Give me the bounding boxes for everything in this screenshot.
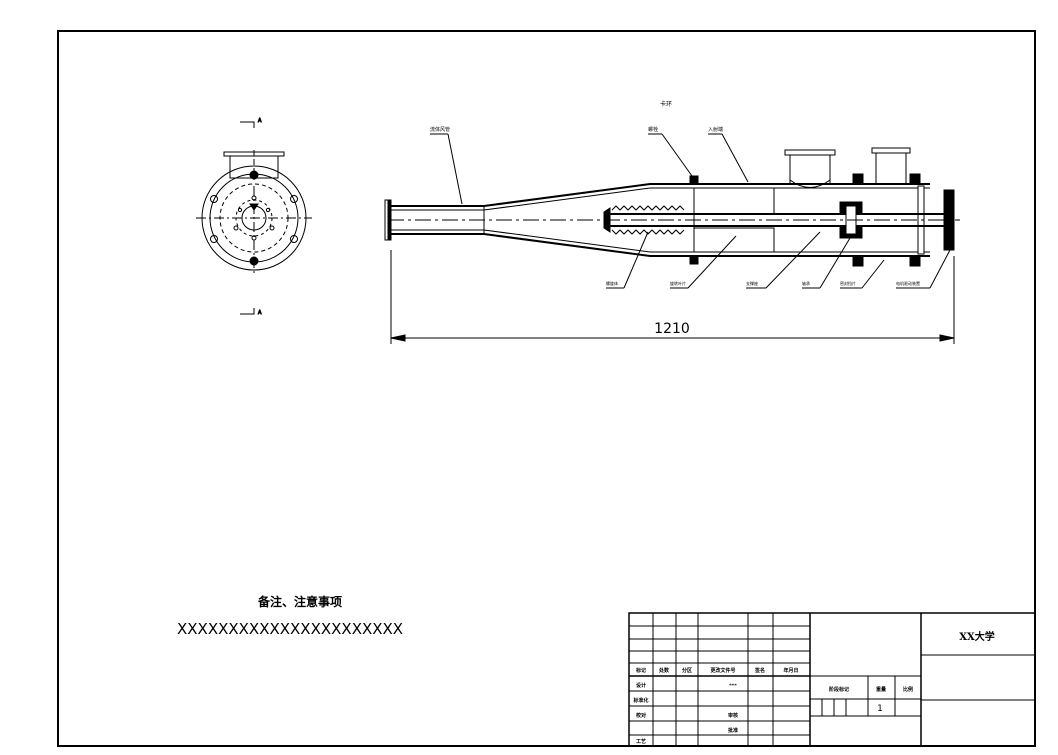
label-approve: 批准 xyxy=(728,727,738,734)
label-process: 工艺 xyxy=(636,738,646,745)
title-block xyxy=(628,612,1036,747)
callout-outer-tube: 流体风管 xyxy=(430,126,450,133)
label-check: 校对 xyxy=(636,712,646,719)
header-col-3: 分区 xyxy=(682,667,692,674)
label-scale: 比例 xyxy=(903,686,913,693)
label-review: 审核 xyxy=(728,712,738,719)
section-view xyxy=(384,133,960,344)
label-weight: 重量 xyxy=(876,686,886,693)
sheet-border xyxy=(57,30,1036,747)
title-label: 卡环 xyxy=(660,100,672,108)
header-col-5: 签名 xyxy=(754,667,765,674)
header-col-1: 标记 xyxy=(635,667,646,674)
dimension-label: 1210 xyxy=(654,321,690,337)
callout-bolt: 螺栓 xyxy=(648,126,658,133)
callout-spiral-blade: 旋转叶片 xyxy=(670,280,686,286)
section-mark-top: A xyxy=(258,118,262,124)
callout-bushing: 轴承 xyxy=(802,280,810,286)
callout-support: 支撑座 xyxy=(746,280,758,286)
end-view: A A xyxy=(196,118,312,317)
header-col-6: 年月日 xyxy=(783,667,798,674)
label-standard: 标准化 xyxy=(632,697,648,704)
quantity-value: 1 xyxy=(877,704,883,714)
notes-text: XXXXXXXXXXXXXXXXXXXXXX xyxy=(177,620,403,638)
label-star: *** xyxy=(729,683,737,689)
title-block-text: XX大学 标记 处数 分区 更改文件号 签名 年月日 设计 *** 标准化 校对… xyxy=(632,630,994,745)
header-col-4: 更改文件号 xyxy=(710,667,735,674)
notes-heading: 备注、注意事项 xyxy=(257,594,342,609)
header-col-2: 处数 xyxy=(658,667,670,674)
callout-spiral: 螺旋体 xyxy=(606,280,618,286)
callout-inlet-end: 入射端 xyxy=(708,126,723,133)
label-design: 设计 xyxy=(636,682,646,689)
section-mark-bottom: A xyxy=(258,310,262,316)
label-stage-mark: 阶段标记 xyxy=(829,686,849,693)
university-name: XX大学 xyxy=(959,630,995,643)
callout-motor-mount: 电机驱动装置 xyxy=(896,280,920,286)
callout-seal: 密封挡片 xyxy=(840,280,856,286)
